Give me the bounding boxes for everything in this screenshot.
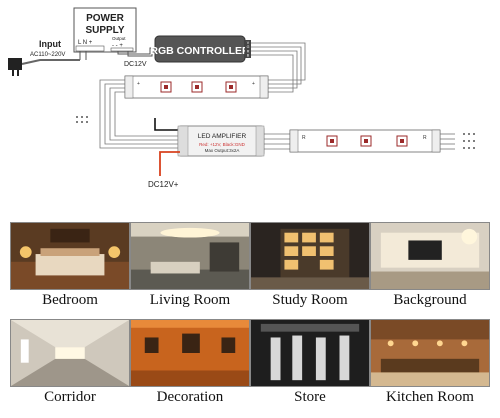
gallery-cell-store: Store <box>250 319 370 411</box>
ac-input: Input AC110~220V <box>8 39 87 76</box>
power-supply-output: Output <box>112 36 126 41</box>
gallery-cell-background: Background <box>370 222 490 314</box>
power-supply-title-1: POWER <box>86 13 125 24</box>
gallery-cell-decoration: Decoration <box>130 319 250 411</box>
led-amplifier: LED AMPLIFIER Red: +12V, Black:GND Max O… <box>177 125 265 157</box>
corridor-photo <box>10 319 130 387</box>
controller-pin-b: B <box>247 54 250 58</box>
caption-corridor: Corridor <box>44 389 96 405</box>
power-supply-title-2: SUPPLY <box>85 25 124 36</box>
caption-bedroom: Bedroom <box>42 292 98 308</box>
controller-pin-r: R <box>247 49 250 53</box>
bedroom-photo <box>10 222 130 290</box>
gallery-cell-living-room: Living Room <box>130 222 250 314</box>
amplifier-line2: Red: +12V, Black:GND <box>199 142 245 147</box>
strip2-pin-left-label: R <box>302 135 306 141</box>
room-gallery: Bedroom Living Room Study Room Backgroun… <box>0 222 500 418</box>
gallery-cell-kitchen-room: Kitchen Room <box>370 319 490 411</box>
living-room-photo <box>130 222 250 290</box>
strip2-pin-right-label: R <box>423 135 427 141</box>
controller-pin-g: G <box>247 45 250 49</box>
caption-decoration: Decoration <box>156 389 224 405</box>
wiring-diagram: POWER SUPPLY L N + Output - - + Input AC… <box>8 7 475 189</box>
gallery-cell-study-room: Study Room <box>250 222 370 314</box>
caption-background: Background <box>393 292 467 308</box>
caption-kitchen-room: Kitchen Room <box>386 389 474 405</box>
background-photo <box>370 222 490 290</box>
study-room-photo <box>250 222 370 290</box>
caption-study-room: Study Room <box>272 292 348 308</box>
rgb-controller: RGB CONTROLLER <box>150 35 251 63</box>
power-supply: POWER SUPPLY L N + Output - - + <box>73 7 137 53</box>
amplifier-line3: Max Output:3x2A <box>205 148 240 153</box>
amplifier-title: LED AMPLIFIER <box>198 133 247 140</box>
input-label: Input <box>39 39 61 49</box>
power-supply-terminals: L N + <box>78 40 93 46</box>
input-voltage: AC110~220V <box>30 52 65 58</box>
ac-plug <box>8 58 22 70</box>
strip1-pin-left-label: + <box>137 81 140 87</box>
controller-pin-v: V <box>247 41 250 45</box>
dc12v-label: DC12V <box>124 61 147 68</box>
kitchen-room-photo <box>370 319 490 387</box>
strip1-pin-right-label: + <box>252 81 255 87</box>
gallery-cell-bedroom: Bedroom <box>10 222 130 314</box>
caption-store: Store <box>294 389 326 405</box>
led-strip-1 <box>124 75 269 99</box>
led-strip-2 <box>289 129 441 153</box>
dc12v-plus-label: DC12V+ <box>148 180 179 189</box>
power-supply-output-terms: - - + <box>112 43 123 49</box>
gallery-cell-corridor: Corridor <box>10 319 130 411</box>
caption-living-room: Living Room <box>149 292 231 308</box>
store-photo <box>250 319 370 387</box>
controller-label: RGB CONTROLLER <box>150 45 250 57</box>
decoration-photo <box>130 319 250 387</box>
